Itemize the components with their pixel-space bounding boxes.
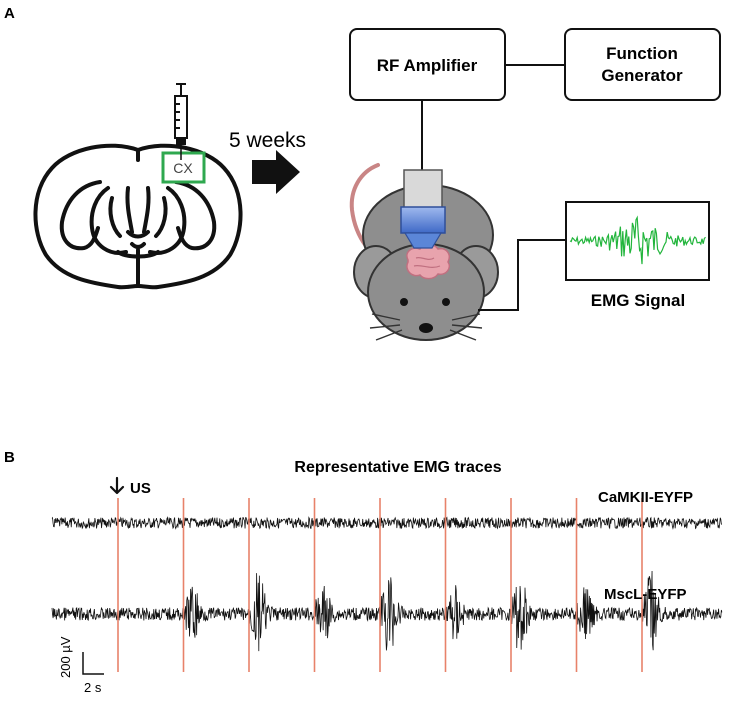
scale-bar-voltage: 200 µV	[58, 636, 73, 678]
mouse-tail	[349, 163, 380, 248]
brain-icon	[406, 243, 450, 280]
transducer-icon	[400, 169, 446, 249]
emg-signal-label: EMG Signal	[591, 291, 685, 310]
cortex-label: CX	[173, 160, 193, 176]
emg-traces	[51, 516, 723, 652]
emg-signal-trace	[569, 215, 706, 265]
function-generator-box	[564, 28, 721, 101]
brain-section	[33, 143, 243, 290]
emg-trace-camkii-eyfp	[51, 516, 723, 530]
scale-bar: 200 µV 2 s	[58, 636, 104, 695]
trace-label-mscl: MscL-EYFP	[604, 586, 687, 603]
emg-trace-mscl-eyfp	[51, 570, 723, 652]
stimulus-lines	[117, 498, 643, 672]
wire-mouse-emg	[478, 239, 566, 311]
traces-title: Representative EMG traces	[294, 459, 501, 476]
syringe-icon	[174, 83, 188, 160]
scale-bar-time: 2 s	[84, 680, 102, 695]
function-generator-label-2: Generator	[601, 66, 683, 85]
stimulus-marker: US	[109, 476, 151, 497]
function-generator-label-1: Function	[606, 44, 678, 63]
rf-amplifier-label: RF Amplifier	[377, 56, 478, 75]
mouse-eye-left	[400, 298, 408, 306]
trace-label-camkii: CaMKII-EYFP	[598, 489, 693, 506]
mouse-nose	[419, 323, 433, 333]
panel-label-b: B	[4, 449, 15, 466]
mouse-eye-right	[442, 298, 450, 306]
right-arrow-icon	[252, 150, 300, 194]
down-arrow-icon	[109, 476, 125, 495]
stimulus-label: US	[130, 480, 151, 497]
panel-label-a: A	[4, 5, 15, 22]
cortex-target-box	[161, 151, 206, 184]
time-label: 5 weeks	[229, 129, 306, 152]
